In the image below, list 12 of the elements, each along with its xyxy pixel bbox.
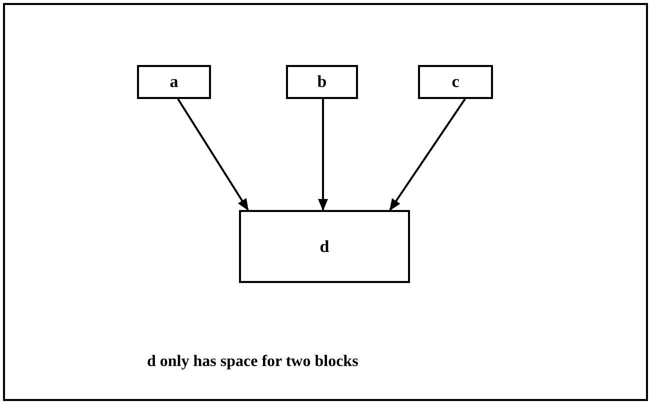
box-label: c — [452, 72, 460, 92]
process-box — [137, 65, 211, 99]
process-box — [239, 210, 410, 283]
arrow — [318, 99, 328, 211]
arrow — [389, 98, 466, 211]
process-box — [418, 65, 493, 99]
box-label: b — [317, 72, 327, 92]
box-label: a — [170, 72, 178, 92]
note-text: d only has space for two blocks — [147, 353, 358, 371]
box-label: d — [320, 236, 330, 256]
arrow — [177, 98, 249, 211]
process-box — [286, 65, 358, 99]
